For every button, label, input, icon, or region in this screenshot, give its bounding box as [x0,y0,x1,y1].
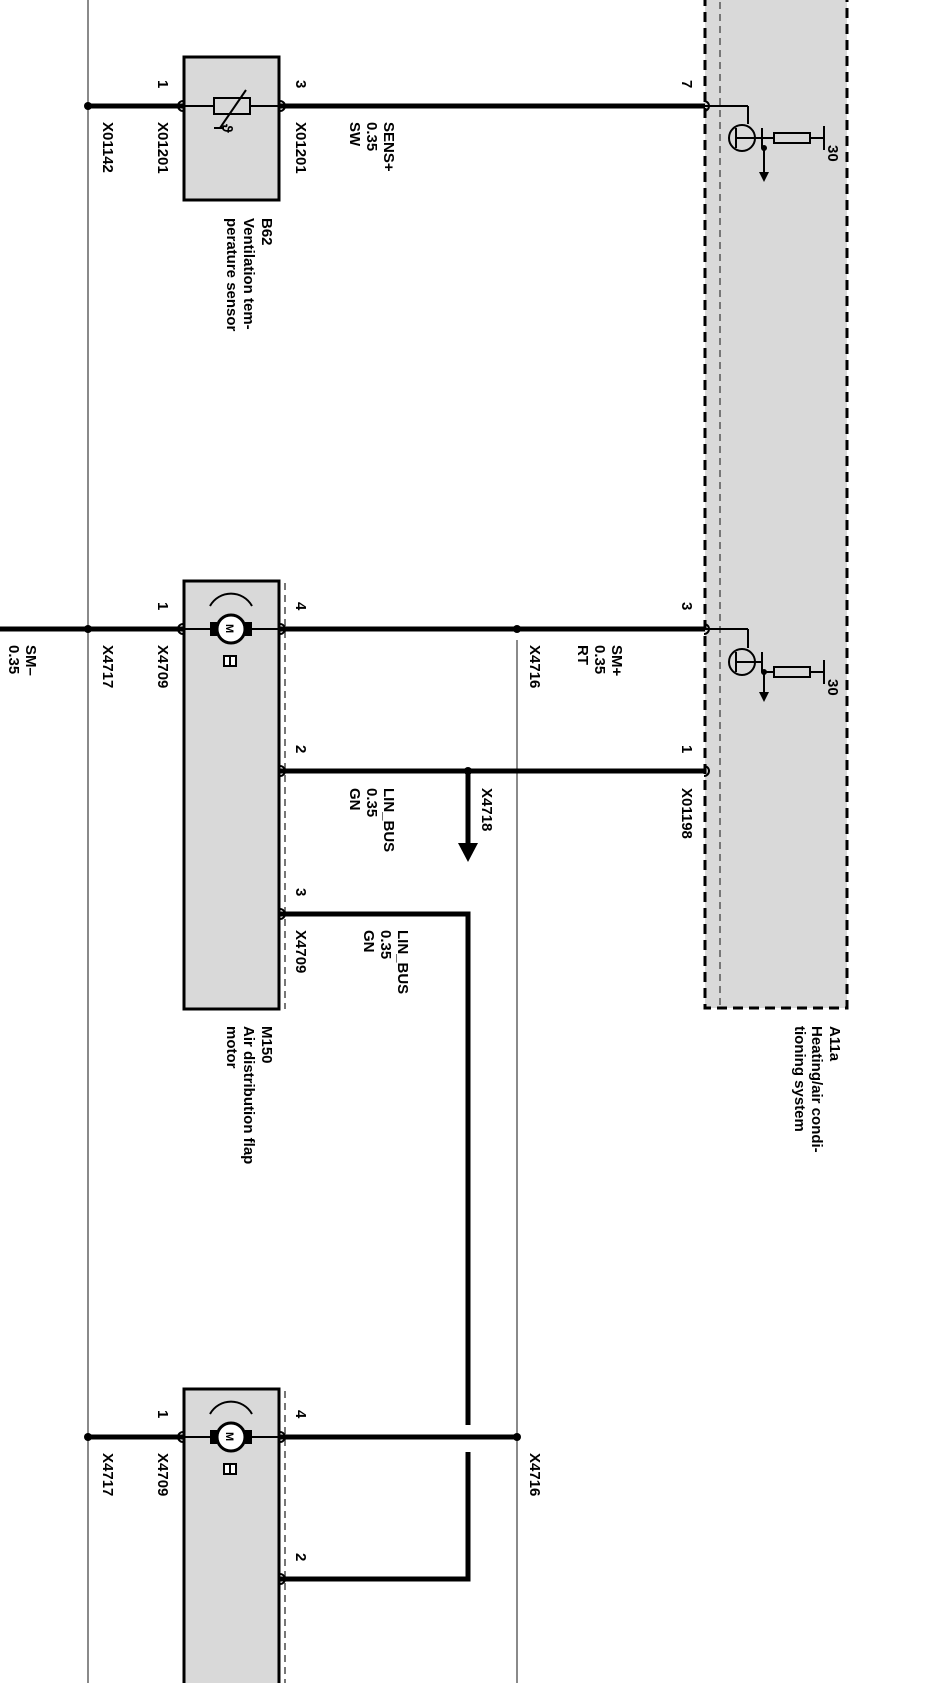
pin-m150-3: 3 [292,888,309,896]
wire-label-sm-minus: SM– 0.35 [5,645,39,676]
junction-x01142 [84,102,92,110]
label-m150: M150 Air distribution flap motor [223,1026,275,1164]
svg-text:0.35: 0.35 [363,122,380,151]
connector-x01142: X01142 [99,122,116,173]
pin-b62-3: 3 [292,80,309,88]
pin-b62-1: 1 [154,80,171,88]
svg-text:GN: GN [346,788,363,811]
pin-m150-4: 4 [292,602,309,611]
junction-x4717-bottom [84,1433,92,1441]
svg-text:SW: SW [346,122,363,147]
junction-x4716-top [513,625,521,633]
thermistor-symbol [184,89,279,129]
connector-x01198: X01198 [678,788,695,839]
junction-x4716-bottom [513,1433,521,1441]
svg-text:GN: GN [360,930,377,953]
wire-lin-bus-motor-chain [279,911,471,1425]
connector-x4709-pin1: X4709 [154,645,171,688]
junction-x4718 [464,767,472,775]
wire-label-sm-plus: SM+ 0.35 RT [574,645,625,677]
wire-label-lin-bus-1: LIN_BUS 0.35 GN [346,788,397,852]
a11a-heating-ac-module[interactable] [703,0,849,1010]
connector-x4709-pin3: X4709 [292,930,309,973]
svg-text:Ventilation tem-: Ventilation tem- [240,218,257,330]
theta-symbol: ϑ [218,124,235,133]
m150-motor-box[interactable] [182,579,281,1011]
connector-x01201-pin1: X01201 [154,122,171,174]
svg-text:A11a: A11a [826,1026,843,1062]
wire-label-lin-bus-2: LIN_BUS 0.35 GN [360,930,411,994]
svg-text:0.35: 0.35 [591,645,608,674]
a11a-terminal-30-top: 30 [824,145,841,162]
svg-text:0.35: 0.35 [363,788,380,817]
svg-text:SM+: SM+ [608,645,625,677]
svg-text:0.35: 0.35 [377,930,394,959]
pin-m2-2: 2 [292,1553,309,1561]
connector-x4716-top: X4716 [526,645,543,688]
pin-m150-1: 1 [154,602,171,610]
motor-symbol-1 [184,592,279,667]
motor-letter-2: M [223,1432,235,1441]
svg-text:tioning system: tioning system [791,1026,808,1132]
connector-x4716-bottom: X4716 [526,1453,543,1496]
svg-text:Air distribution flap: Air distribution flap [240,1026,257,1164]
svg-text:perature sensor: perature sensor [223,218,240,332]
pin-m150-2: 2 [292,745,309,753]
connector-x4717-top: X4717 [99,645,116,688]
connector-x4709-bottom: X4709 [154,1453,171,1496]
transistor-circuit-2 [705,628,825,702]
transistor-circuit-1 [705,105,825,182]
connector-x01201-pin3: X01201 [292,122,309,174]
lin-bus-arrow [458,843,478,862]
pin-a11a-7: 7 [678,80,695,88]
wire-label-sens: SENS+ 0.35 SW [346,122,397,172]
a11a-terminal-30-bottom: 30 [824,679,841,696]
junction-x4717-top [84,625,92,633]
pin-a11a-1: 1 [678,745,695,753]
svg-text:LIN_BUS: LIN_BUS [394,930,411,994]
svg-text:RT: RT [574,645,591,665]
connector-x4717-bottom: X4717 [99,1453,116,1496]
pin-a11a-3: 3 [678,602,695,610]
label-b62: B62 Ventilation tem- perature sensor [223,218,275,332]
svg-text:SENS+: SENS+ [380,122,397,172]
motor-letter-1: M [223,624,235,633]
label-a11a: A11a Heating/air condi- tioning system [791,1026,843,1153]
b62-sensor-box[interactable] [182,55,281,202]
wire-lin-bus-motor-2 [279,1452,471,1582]
svg-text:M150: M150 [258,1026,275,1064]
svg-text:motor: motor [223,1026,240,1069]
pin-m2-1: 1 [154,1410,171,1418]
svg-text:SM–: SM– [22,645,39,676]
connector-x4718: X4718 [478,788,495,831]
svg-text:Heating/air condi-: Heating/air condi- [808,1026,825,1153]
pin-m2-4: 4 [292,1410,309,1419]
svg-text:B62: B62 [258,218,275,246]
svg-text:LIN_BUS: LIN_BUS [380,788,397,852]
motor-symbol-2 [184,1400,279,1475]
svg-text:0.35: 0.35 [5,645,22,674]
